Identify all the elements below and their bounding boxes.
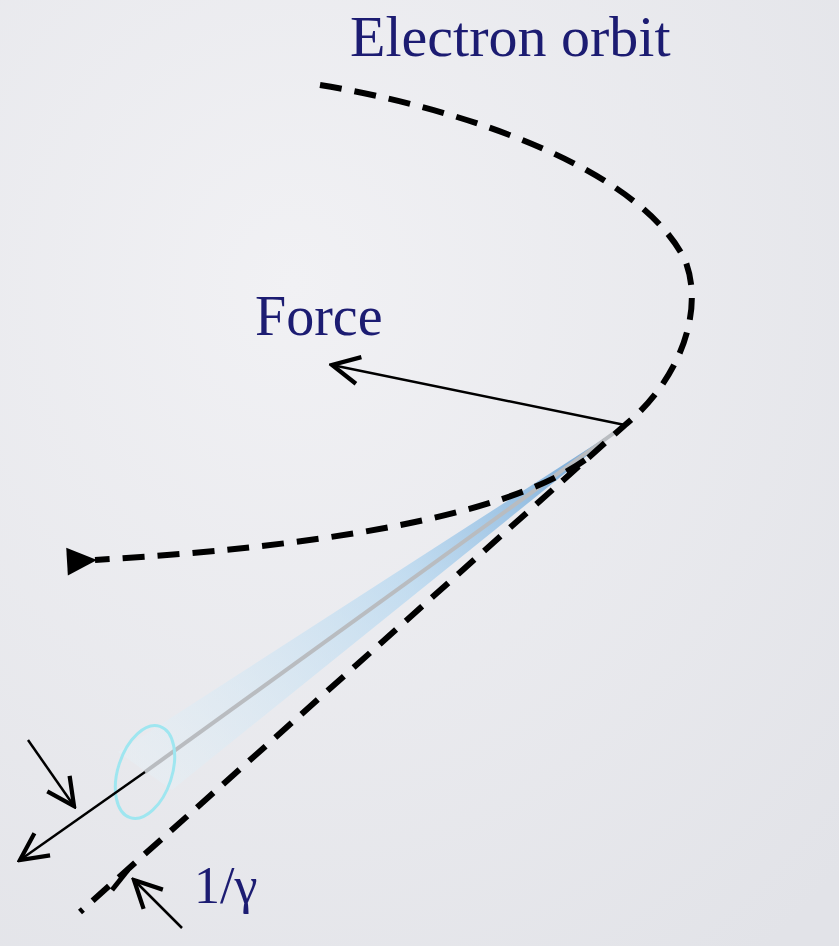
force-arrow <box>332 365 625 425</box>
velocity-arrow <box>20 772 145 860</box>
orbit-label: Electron orbit <box>350 8 671 66</box>
orbit-continuation <box>95 460 585 560</box>
angle-label: 1/γ <box>194 860 257 912</box>
orbit-path <box>80 85 692 912</box>
angle-tick <box>112 870 128 890</box>
angle-marker <box>134 880 182 928</box>
force-label: Force <box>255 288 383 344</box>
angle-marker <box>28 740 74 806</box>
